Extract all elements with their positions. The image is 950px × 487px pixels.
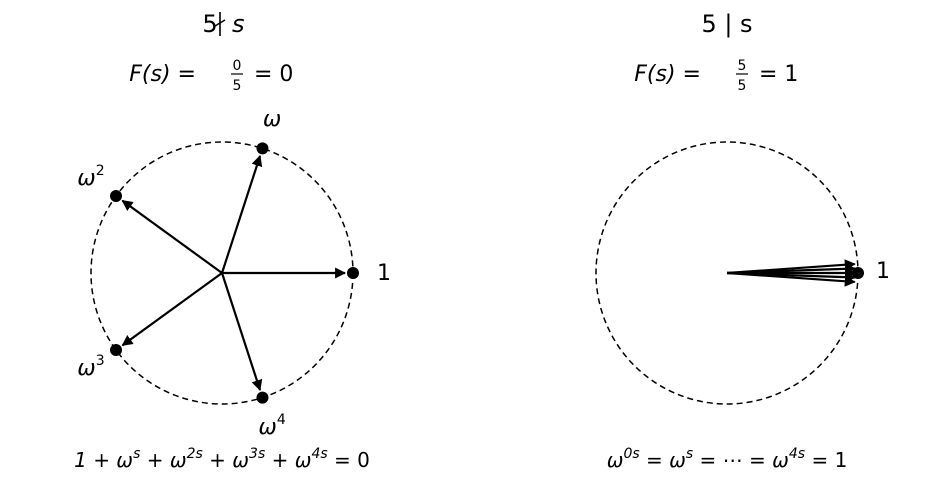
left-formula-prefix: F(s) = — [129, 62, 196, 87]
left-formula-denominator: 5 — [233, 78, 242, 94]
left-root-label-exp-2: 2 — [96, 163, 105, 179]
left-title-variable: s — [232, 10, 245, 38]
left-root-arrow-3 — [121, 272, 223, 347]
right-point-label: 1 — [876, 259, 890, 284]
left-formula: F(s) = 0 5 = 0 — [129, 58, 293, 94]
left-root-label-4: ω4 — [258, 412, 285, 440]
right-panel: 5 | s F(s) = 5 5 = 1 1 ω0s = ωs = ⋯ = ω4… — [595, 10, 890, 472]
left-root-label-exp-4: 4 — [277, 412, 286, 428]
left-caption-t4: = 0 — [328, 448, 370, 472]
left-root-label-1: ω — [263, 107, 281, 132]
right-caption-t1: = ω — [640, 448, 686, 472]
left-root-arrow-1 — [220, 154, 263, 274]
left-root-label-exp-3: 3 — [96, 353, 105, 369]
left-formula-numerator: 0 — [233, 58, 242, 74]
left-caption-e4: 4s — [311, 446, 327, 462]
left-caption-t0: 1 + ω — [74, 448, 133, 472]
right-caption-e3: 4s — [789, 446, 805, 462]
right-caption-e2: s — [686, 446, 693, 462]
left-root-dot-3 — [110, 343, 123, 356]
left-root-label-base-4: ω — [258, 415, 276, 440]
right-arrows — [726, 259, 857, 287]
right-title: 5 | s — [701, 10, 752, 38]
right-caption-e1: 0s — [623, 446, 639, 462]
left-caption-e1: s — [133, 446, 140, 462]
left-root-dot-2 — [110, 190, 123, 203]
right-caption-t3: = 1 — [805, 448, 847, 472]
right-caption: ω0s = ωs = ⋯ = ω4s = 1 — [607, 446, 848, 472]
left-caption-t3: + ω — [265, 448, 311, 472]
left-caption: 1 + ωs + ω2s + ω3s + ω4s = 0 — [74, 446, 370, 472]
left-root-label-base-3: ω — [77, 356, 95, 381]
right-formula-denominator: 5 — [738, 78, 747, 94]
left-root-label-base-0: 1 — [377, 261, 391, 286]
left-root-label-2: ω2 — [77, 163, 104, 191]
left-caption-t1: + ω — [140, 448, 186, 472]
left-arrows — [121, 154, 347, 392]
left-title: 5 s — [202, 10, 244, 38]
left-root-label-3: ω3 — [77, 353, 104, 381]
left-root-arrow-4 — [220, 272, 263, 392]
right-caption-t2: = ⋯ = ω — [693, 448, 789, 472]
left-formula-suffix: = 0 — [247, 62, 293, 87]
right-arrow-4 — [726, 259, 856, 275]
right-formula: F(s) = 5 5 = 1 — [634, 58, 798, 94]
right-point-dot — [852, 267, 864, 279]
left-caption-e3: 3s — [249, 446, 265, 462]
right-formula-prefix: F(s) = — [634, 62, 701, 87]
left-title-divisor: 5 — [202, 10, 217, 38]
left-caption-t2: + ω — [203, 448, 249, 472]
right-formula-numerator: 5 — [738, 58, 747, 74]
left-root-dot-1 — [256, 142, 269, 155]
left-root-arrow-2 — [121, 199, 223, 274]
left-root-label-0: 1 — [377, 261, 391, 286]
not-divides-slash — [214, 19, 226, 27]
left-root-label-base-1: ω — [263, 107, 281, 132]
left-root-dot-0 — [347, 267, 359, 279]
left-root-dot-4 — [256, 391, 269, 404]
left-caption-e2: 2s — [187, 446, 203, 462]
left-dots — [110, 142, 359, 404]
right-caption-t0: ω — [607, 448, 624, 472]
left-root-label-base-2: ω — [77, 166, 95, 191]
right-formula-suffix: = 1 — [752, 62, 798, 87]
